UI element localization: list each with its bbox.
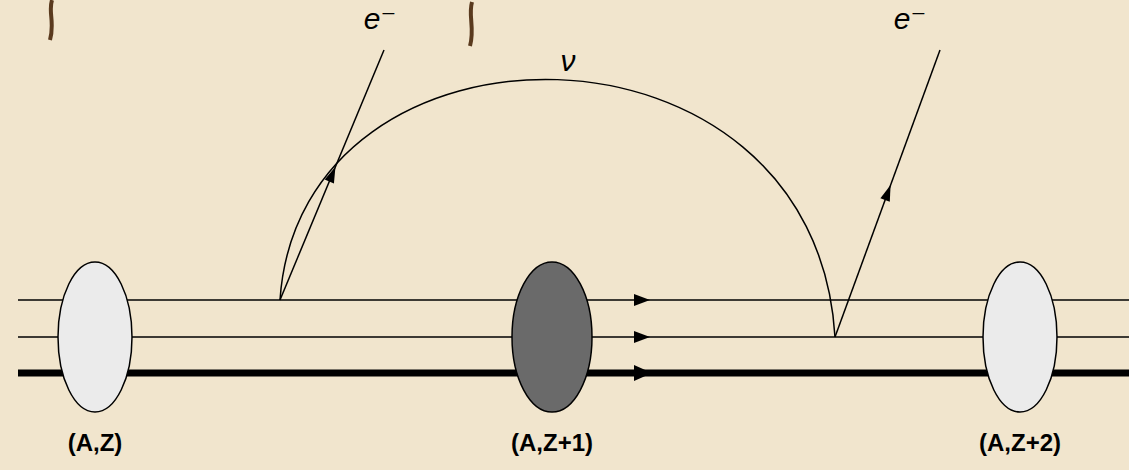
nucleus-shape bbox=[58, 262, 132, 412]
decor-mark bbox=[470, 2, 472, 46]
decor-mark bbox=[50, 0, 52, 40]
nucleus-shape bbox=[983, 262, 1057, 412]
nucleus-node: (A,Z+2) bbox=[935, 260, 1105, 456]
electron-label: e⁻ bbox=[364, 2, 397, 35]
nucleus-ellipse bbox=[467, 260, 637, 414]
electron-label: e⁻ bbox=[894, 2, 927, 35]
arrow-head bbox=[634, 294, 650, 306]
nucleus-label: (A,Z+2) bbox=[979, 430, 1061, 456]
electron-line bbox=[835, 50, 940, 337]
nucleus-node: (A,Z+1) bbox=[467, 260, 637, 456]
arrow-head bbox=[325, 165, 340, 184]
nucleus-label: (A,Z+1) bbox=[511, 430, 593, 456]
nucleus-node: (A,Z) bbox=[10, 260, 180, 456]
nucleus-shape bbox=[512, 262, 592, 412]
arrow-head bbox=[880, 183, 895, 201]
arrow-head bbox=[634, 331, 650, 343]
neutrino-label: ν bbox=[561, 44, 576, 77]
nucleus-ellipse bbox=[935, 260, 1105, 414]
nucleus-ellipse bbox=[10, 260, 180, 414]
arrow-head bbox=[634, 365, 652, 381]
nucleus-label: (A,Z) bbox=[68, 430, 123, 456]
electron-line bbox=[280, 50, 384, 300]
